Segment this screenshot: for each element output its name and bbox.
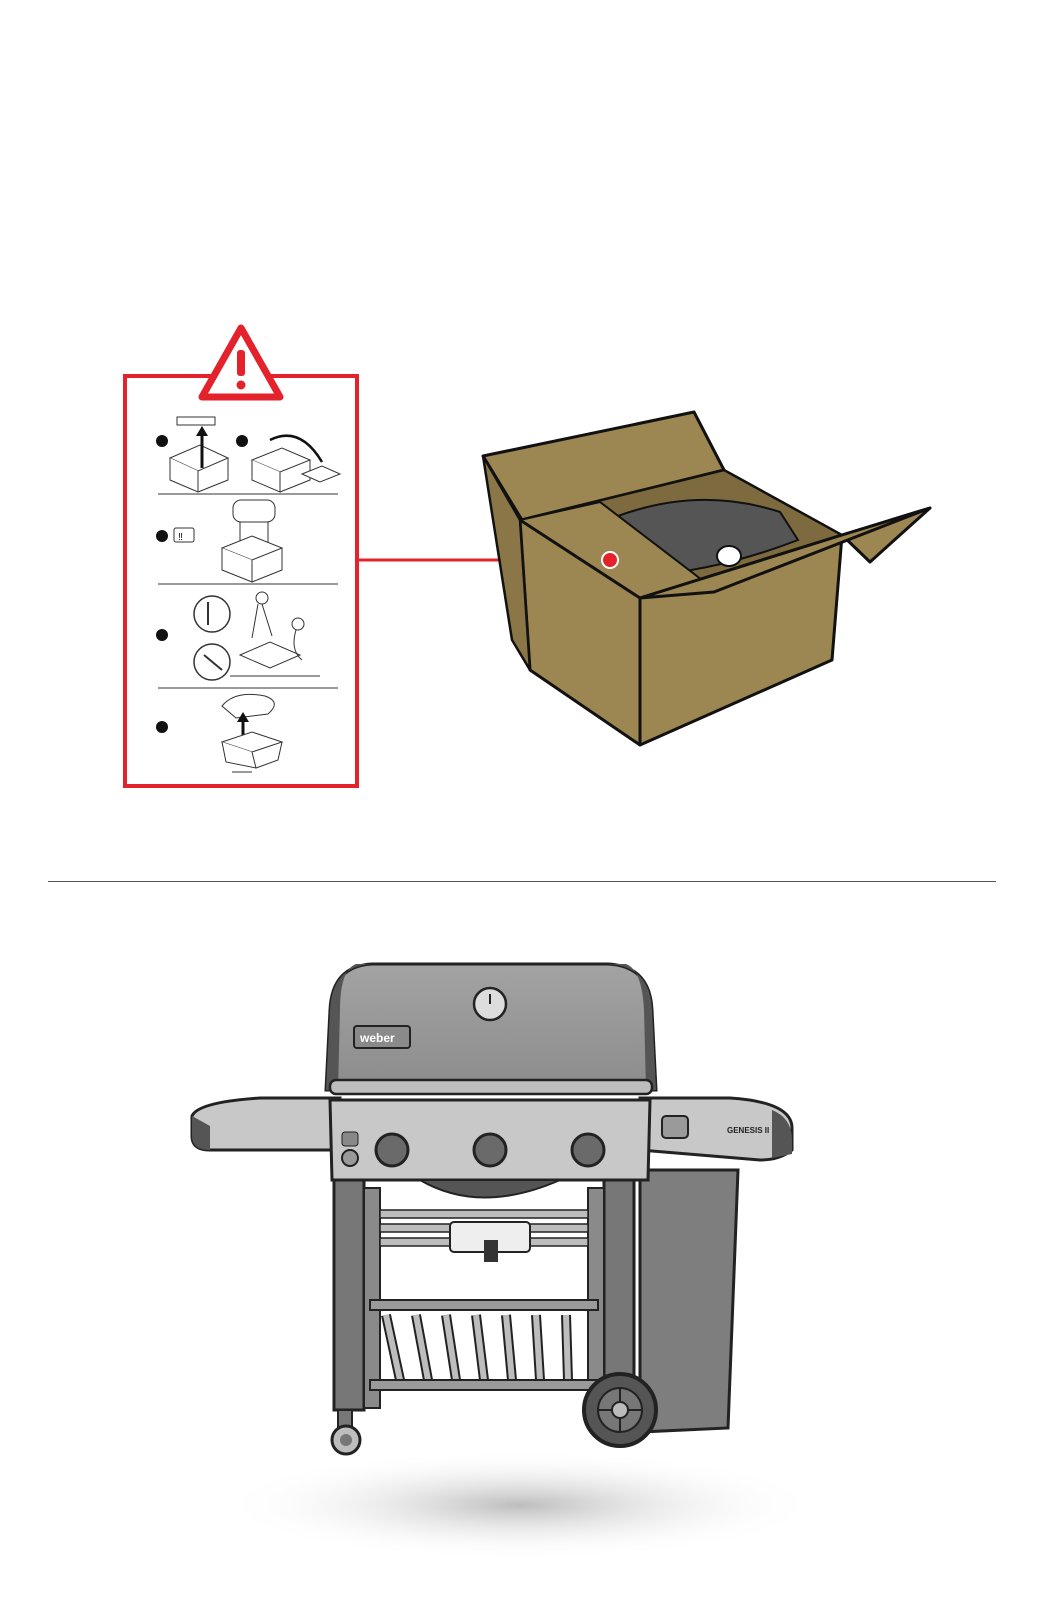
grill-svg: GENESIS II weber [0,940,1044,1620]
right-side-shelf: GENESIS II [640,1098,792,1160]
assembled-grill-illustration: GENESIS II weber [0,940,1044,1620]
floor-shadow [220,1450,820,1560]
burner-knob-1[interactable] [376,1134,408,1166]
control-panel [330,1100,650,1180]
section-divider [48,881,996,882]
unpacking-svg: ‼ [0,0,1044,840]
model-badge: GENESIS II [727,1126,769,1135]
caster-wheel [332,1410,360,1454]
left-side-shelf [192,1098,340,1150]
cook-box [420,1180,560,1198]
warning-triangle-icon [202,328,280,397]
burner-knob-3[interactable] [572,1134,604,1166]
unpacking-illustration: ‼ [0,0,1044,840]
lid-handle [330,1080,652,1094]
igniter-button[interactable] [342,1150,358,1166]
grill-lid: weber [326,964,656,1094]
shipping-box [483,412,930,745]
tank-cover [640,1170,738,1432]
burner-knob-2[interactable] [474,1134,506,1166]
svg-text:‼: ‼ [178,532,183,543]
cart-frame [334,1180,634,1410]
large-wheel [584,1374,656,1446]
brand-badge: weber [359,1031,395,1045]
